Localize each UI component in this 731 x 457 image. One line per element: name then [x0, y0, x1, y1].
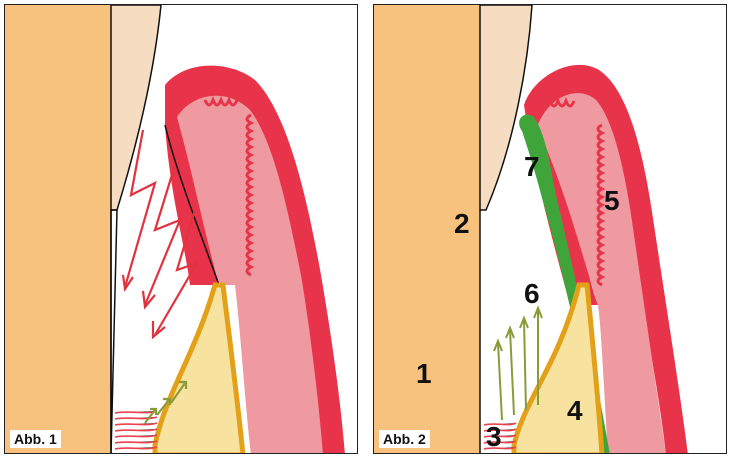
panel-2-caption: Abb. 2: [379, 430, 430, 448]
alveolar-bone: [514, 285, 602, 454]
label-4: 4: [567, 397, 583, 425]
diagram-panel-2: 1 2 3 4 5 6 7 Abb. 2: [373, 4, 727, 454]
tooth-root: [5, 5, 111, 454]
panel-1-illustration: [5, 5, 358, 454]
tooth-enamel: [111, 5, 161, 210]
label-7: 7: [524, 153, 540, 181]
label-3: 3: [486, 423, 502, 451]
panel-1-caption: Abb. 1: [10, 430, 61, 448]
tooth-surface-line: [111, 210, 117, 454]
diagram-panel-1: Abb. 1: [4, 4, 358, 454]
label-5: 5: [604, 187, 620, 215]
label-6: 6: [524, 280, 540, 308]
label-1: 1: [416, 360, 432, 388]
label-2: 2: [454, 210, 470, 238]
